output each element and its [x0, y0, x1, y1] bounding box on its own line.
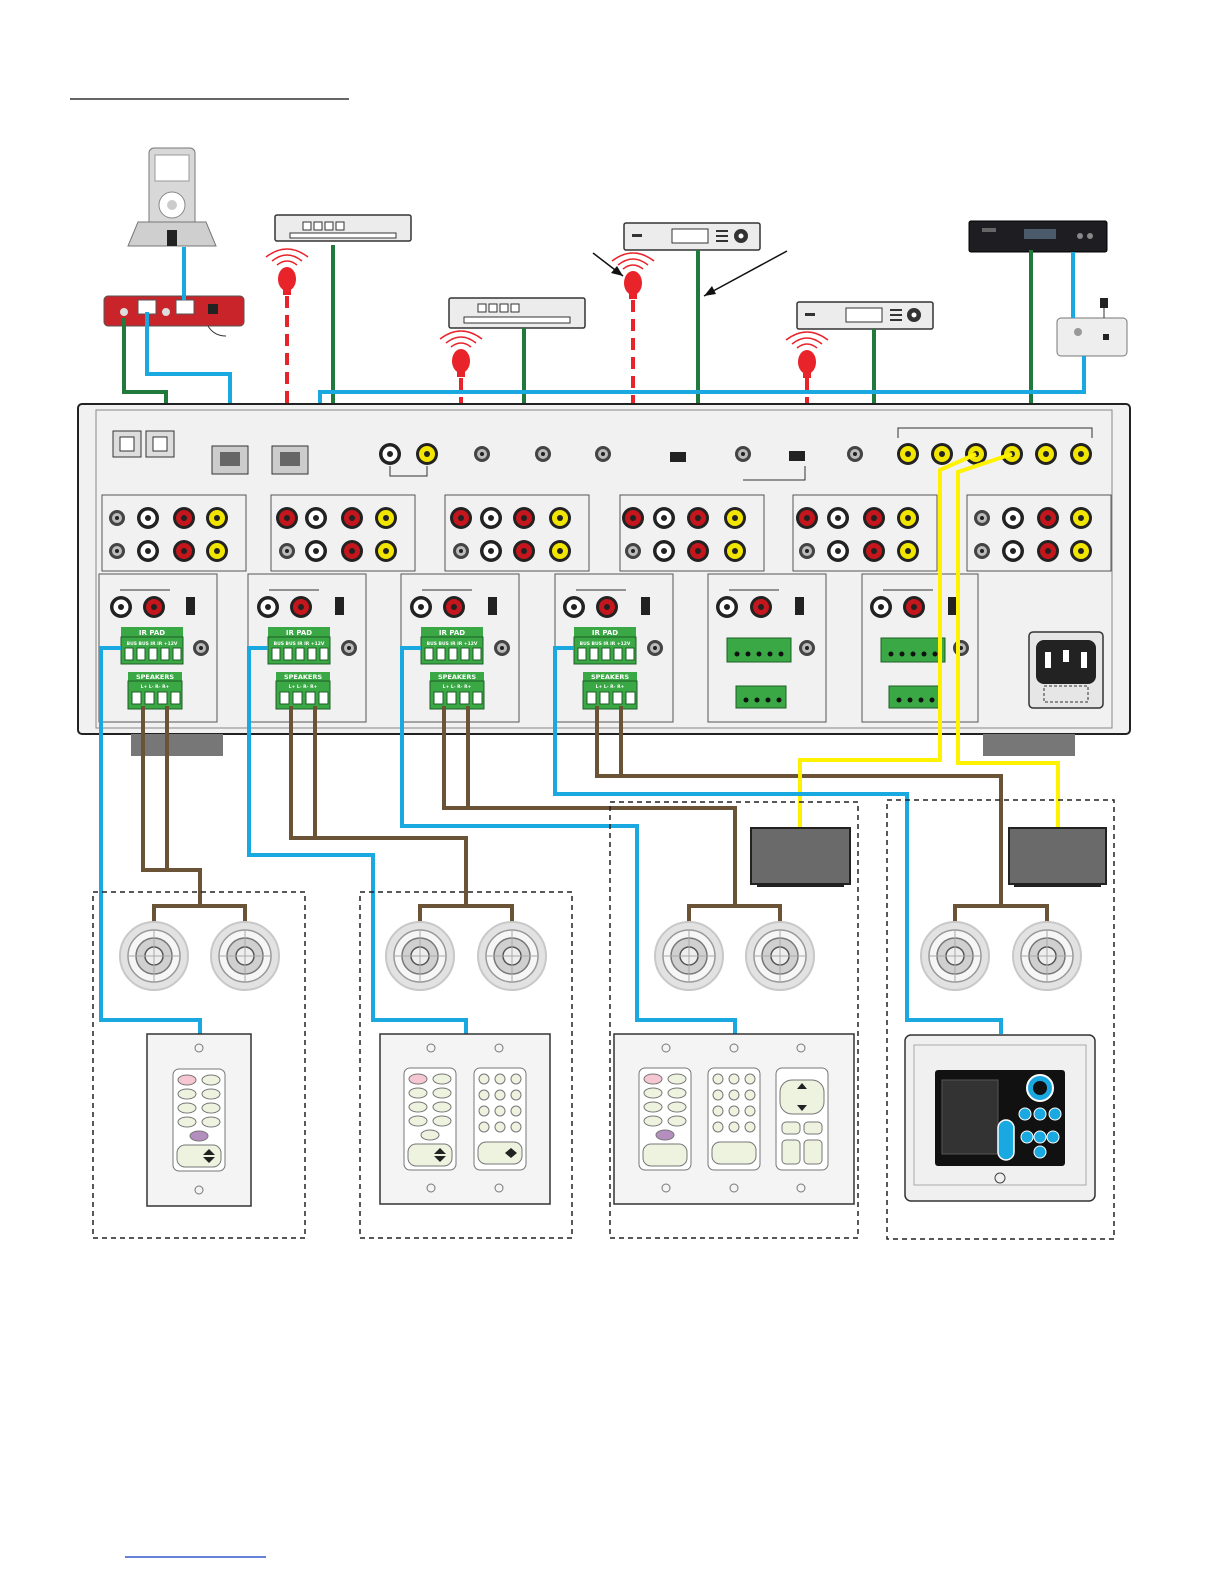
speakers-label: SPEAKERS — [284, 673, 322, 681]
speaker-wire — [143, 706, 1047, 928]
satellite-receiver-icon — [797, 302, 933, 329]
ir-emitter-icon — [266, 249, 308, 295]
tv-icon — [1009, 828, 1106, 886]
speakers-label: SPEAKERS — [438, 673, 476, 681]
callout-arrow — [704, 251, 787, 296]
ir-pad-pin-label: BUS BUS IR IR +12V — [580, 641, 631, 647]
keypad-icon — [147, 1034, 251, 1206]
ceiling-speaker-icon — [746, 922, 814, 990]
ir-pad-pin-label: BUS BUS IR IR +12V — [127, 641, 178, 647]
ceiling-speaker-icon — [211, 922, 279, 990]
switch — [670, 452, 686, 462]
ceiling-speaker-icon — [655, 922, 723, 990]
speaker-pin-label: L+ L- R- R+ — [289, 684, 318, 690]
tv-icon — [751, 828, 850, 886]
tuner-icon — [969, 221, 1107, 252]
keypad-icon — [380, 1034, 550, 1204]
ir-pad-pin-label: BUS BUS IR IR +12V — [427, 641, 478, 647]
speaker-pin-label: L+ L- R- R+ — [141, 684, 170, 690]
ceiling-speaker-icon — [120, 922, 188, 990]
dvd-player-icon — [449, 298, 585, 328]
ir-emitter-icon — [786, 332, 828, 378]
ir-emitter-icon — [440, 331, 482, 377]
ir-pad-label: IR PAD — [592, 629, 618, 637]
switch — [789, 451, 805, 461]
ir-emitter-icon — [612, 253, 654, 299]
ceiling-speaker-icon — [1013, 922, 1081, 990]
ir-pad-label: IR PAD — [286, 629, 312, 637]
dvd-player-icon — [275, 215, 411, 241]
ceiling-speaker-icon — [478, 922, 546, 990]
keypad-icon — [614, 1034, 854, 1204]
speakers-label: SPEAKERS — [591, 673, 629, 681]
touch-panel-icon — [905, 1035, 1095, 1201]
speakers-label: SPEAKERS — [136, 673, 174, 681]
satellite-receiver-icon — [624, 223, 760, 250]
ir-pad-pin-label: BUS BUS IR IR +12V — [274, 641, 325, 647]
ir-pad-label: IR PAD — [139, 629, 165, 637]
power-inlet-icon — [1029, 632, 1103, 708]
ceiling-speaker-icon — [386, 922, 454, 990]
ipod-dock-icon — [128, 148, 216, 246]
ceiling-speaker-icon — [921, 922, 989, 990]
ir-pad-label: IR PAD — [439, 629, 465, 637]
speaker-pin-label: L+ L- R- R+ — [596, 684, 625, 690]
video-balun-icon — [1057, 298, 1127, 356]
speaker-pin-label: L+ L- R- R+ — [443, 684, 472, 690]
